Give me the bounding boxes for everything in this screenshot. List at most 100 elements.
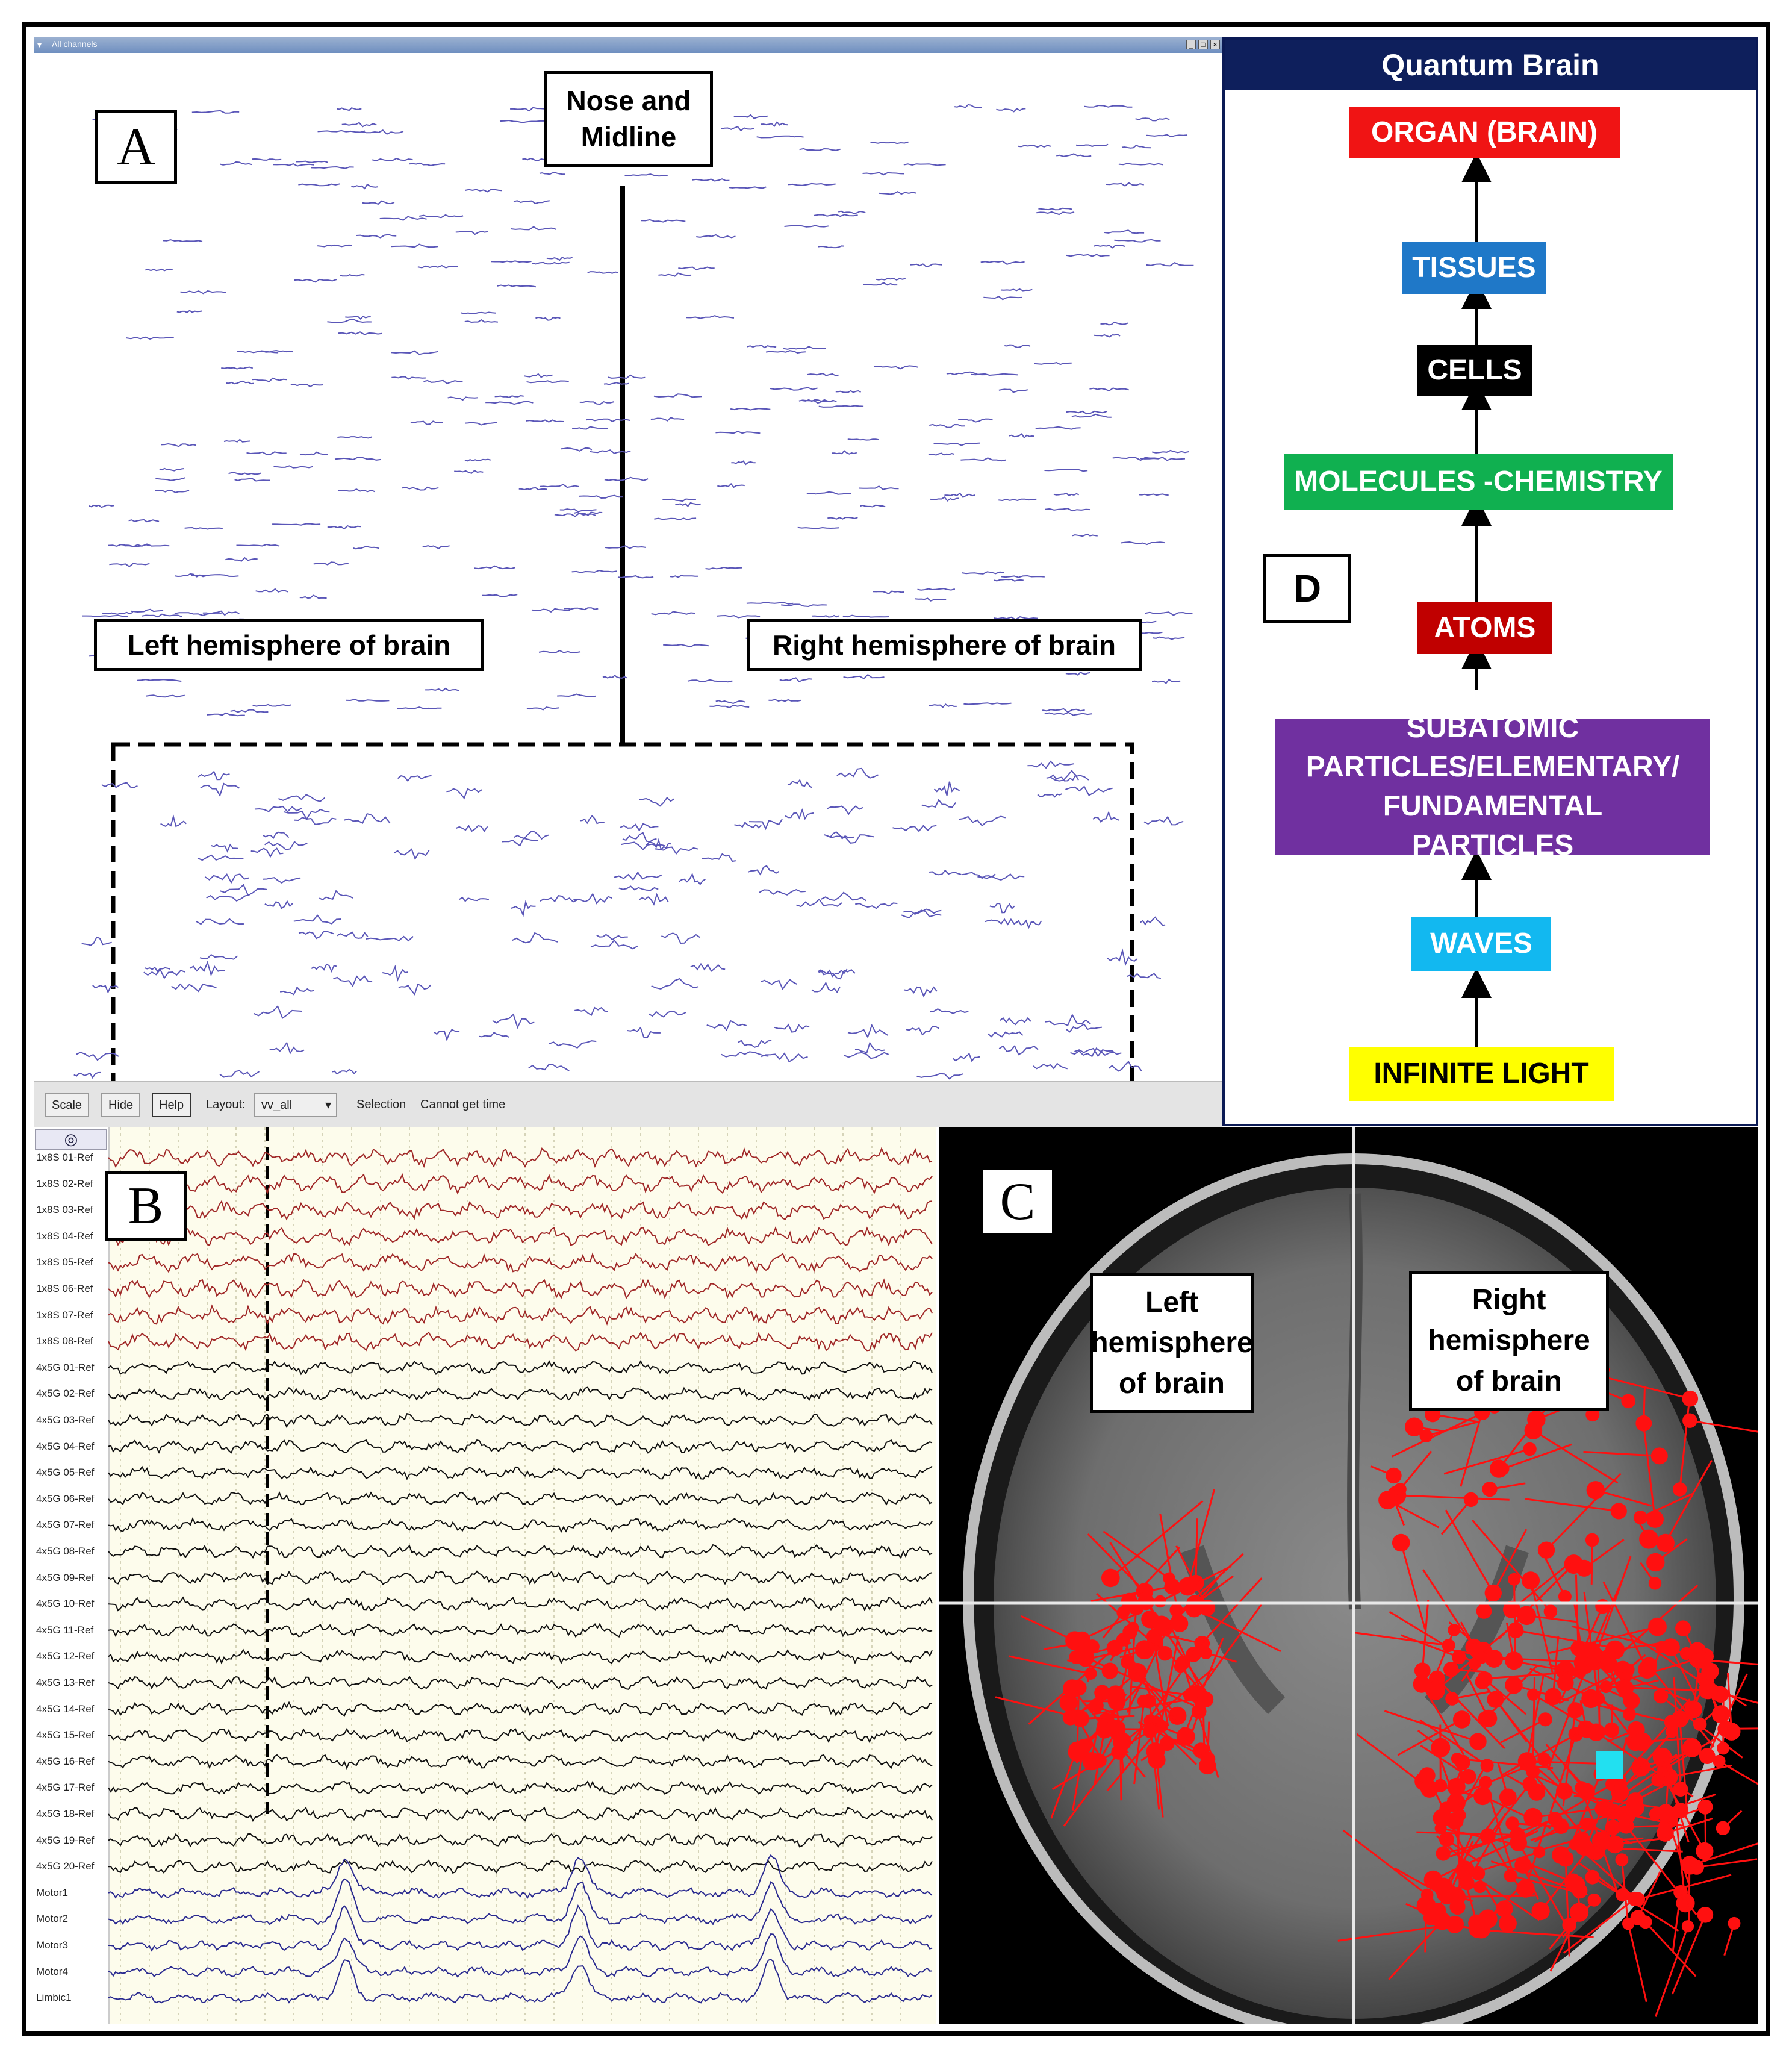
scale-button[interactable]: Scale [45, 1093, 90, 1117]
dipole-dot [1523, 1807, 1543, 1827]
channel-trace [255, 588, 288, 593]
left-hemisphere-label: Left hemisphere of brain [94, 619, 484, 671]
channel-trace [796, 898, 842, 908]
channel-trace [573, 893, 612, 905]
target-icon[interactable]: ◎ [35, 1129, 107, 1150]
maximize-icon[interactable]: □ [1198, 40, 1208, 49]
channel-trace [526, 419, 564, 423]
layout-select[interactable]: vv_all▾ [254, 1093, 337, 1117]
channel-trace [423, 379, 463, 384]
channel-label[interactable]: 4x5G 16-Ref [36, 1755, 95, 1767]
channel-label[interactable]: Motor1 [36, 1886, 68, 1898]
channel-trace [980, 260, 1025, 266]
channel-label[interactable]: 4x5G 17-Ref [36, 1782, 95, 1794]
dipole-line [1696, 1858, 1758, 1868]
channel-label[interactable]: 1x8S 01-Ref [36, 1152, 93, 1163]
channel-label[interactable]: 4x5G 18-Ref [36, 1808, 95, 1819]
channel-label[interactable]: Motor4 [36, 1965, 68, 1977]
channel-label[interactable]: 4x5G 01-Ref [36, 1361, 95, 1373]
dipole-line [1543, 1554, 1566, 1597]
channel-label[interactable]: 4x5G 20-Ref [36, 1860, 95, 1872]
channel-label[interactable]: 4x5G 05-Ref [36, 1467, 95, 1479]
dipole-dot [1468, 1914, 1486, 1932]
channel-label[interactable]: 4x5G 19-Ref [36, 1834, 95, 1846]
channel-label[interactable]: 4x5G 02-Ref [36, 1388, 95, 1400]
channel-trace [434, 1029, 460, 1042]
channel-label[interactable]: 4x5G 14-Ref [36, 1703, 95, 1715]
channel-label[interactable]: Motor3 [36, 1939, 68, 1951]
channel-label[interactable]: 4x5G 15-Ref [36, 1729, 95, 1741]
dipole-line [1430, 1629, 1455, 1689]
channel-trace [459, 896, 490, 902]
source-marker [1596, 1751, 1623, 1779]
channel-label[interactable]: 4x5G 08-Ref [36, 1545, 95, 1557]
channel-trace [454, 470, 484, 474]
channel-trace [311, 166, 354, 169]
channel-trace [362, 129, 404, 135]
dipole-dot [1445, 1692, 1459, 1706]
dipole-dot [1496, 1462, 1510, 1476]
dipole-line [1093, 1730, 1106, 1786]
channel-trace [675, 502, 701, 507]
dipole-dot [1585, 1408, 1600, 1422]
window-titlebar[interactable]: ▾ All channels _ □ × [34, 37, 1222, 53]
channel-label[interactable]: 4x5G 13-Ref [36, 1677, 95, 1688]
dipole-line [1672, 1892, 1682, 1952]
channel-trace [715, 431, 761, 434]
channel-trace [299, 594, 327, 599]
channel-trace [391, 376, 426, 380]
dipole-line [1563, 1898, 1635, 1954]
eeg-trace [108, 1859, 933, 1874]
hide-button[interactable]: Hide [101, 1093, 141, 1117]
dipole-line [1564, 1859, 1570, 1957]
channel-label[interactable]: 1x8S 03-Ref [36, 1204, 93, 1216]
dipole-line [1156, 1760, 1164, 1818]
dipole-dot [1716, 1821, 1731, 1835]
channel-label[interactable]: 4x5G 06-Ref [36, 1492, 95, 1505]
channel-trace [1094, 245, 1125, 249]
channel-trace [916, 1073, 964, 1080]
channel-label[interactable]: 4x5G 09-Ref [36, 1571, 95, 1583]
channel-trace [464, 458, 491, 462]
channel-label[interactable]: 1x8S 08-Ref [36, 1335, 93, 1347]
level-cells: CELLS [1417, 345, 1532, 396]
channel-label[interactable]: 1x8S 07-Ref [36, 1309, 93, 1321]
channel-label[interactable]: Limbic1 [36, 1992, 72, 2004]
dipole-dot [1413, 1675, 1431, 1693]
channel-trace [131, 608, 164, 613]
channel-trace [721, 126, 754, 132]
channel-label[interactable]: 4x5G 10-Ref [36, 1598, 95, 1610]
channel-label[interactable]: 4x5G 12-Ref [36, 1650, 95, 1662]
dipole-dot [1392, 1533, 1410, 1552]
channel-label[interactable]: 4x5G 11-Ref [36, 1624, 94, 1636]
channel-label[interactable]: 1x8S 04-Ref [36, 1230, 93, 1242]
channel-label[interactable]: Motor2 [36, 1913, 68, 1925]
status-text: Cannot get time [420, 1098, 506, 1111]
minimize-icon[interactable]: _ [1186, 40, 1196, 49]
channel-label[interactable]: 4x5G 03-Ref [36, 1414, 95, 1426]
channel-label[interactable]: 4x5G 07-Ref [36, 1519, 95, 1531]
channel-trace [92, 985, 119, 994]
dipole-dot [1110, 1697, 1125, 1711]
channel-trace [264, 841, 308, 850]
help-button[interactable]: Help [152, 1093, 191, 1117]
level-atoms: ATOMS [1417, 602, 1552, 654]
dipole-dot [1604, 1722, 1620, 1738]
channel-label[interactable]: 1x8S 02-Ref [36, 1177, 93, 1190]
channel-trace [779, 677, 812, 683]
dipole-line [1549, 1912, 1580, 1972]
window-menu-icon[interactable]: ▾ [37, 40, 42, 49]
selection-button[interactable]: Selection [356, 1098, 406, 1111]
dipole-line [1472, 1519, 1552, 1612]
close-icon[interactable]: × [1210, 40, 1220, 49]
channel-label[interactable]: 4x5G 04-Ref [36, 1440, 95, 1452]
channel-trace [1044, 469, 1088, 472]
level-cells-label: CELLS [1427, 354, 1522, 386]
dipole-dot [1386, 1467, 1402, 1484]
layout-label: Layout: [206, 1098, 246, 1111]
channel-label[interactable]: 1x8S 06-Ref [36, 1283, 93, 1294]
dipole-dot [1072, 1710, 1089, 1727]
dipole-line [1719, 1760, 1758, 1785]
dipole-dot [1084, 1667, 1097, 1680]
channel-label[interactable]: 1x8S 05-Ref [36, 1256, 93, 1268]
